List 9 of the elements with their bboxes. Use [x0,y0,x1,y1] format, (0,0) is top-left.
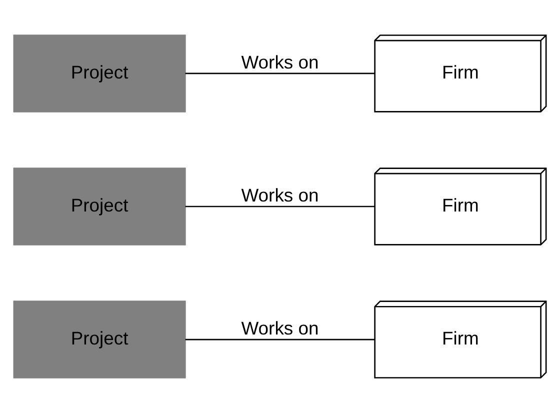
edge-label: Works on [241,318,319,339]
edge-label: Works on [241,51,319,72]
node-box: Project [13,300,186,378]
connector [185,206,375,208]
node-box: Project [13,34,186,112]
edge-label: Works on [241,184,319,206]
connector [185,72,375,74]
connector [185,338,375,340]
node-box: Project [13,168,186,246]
